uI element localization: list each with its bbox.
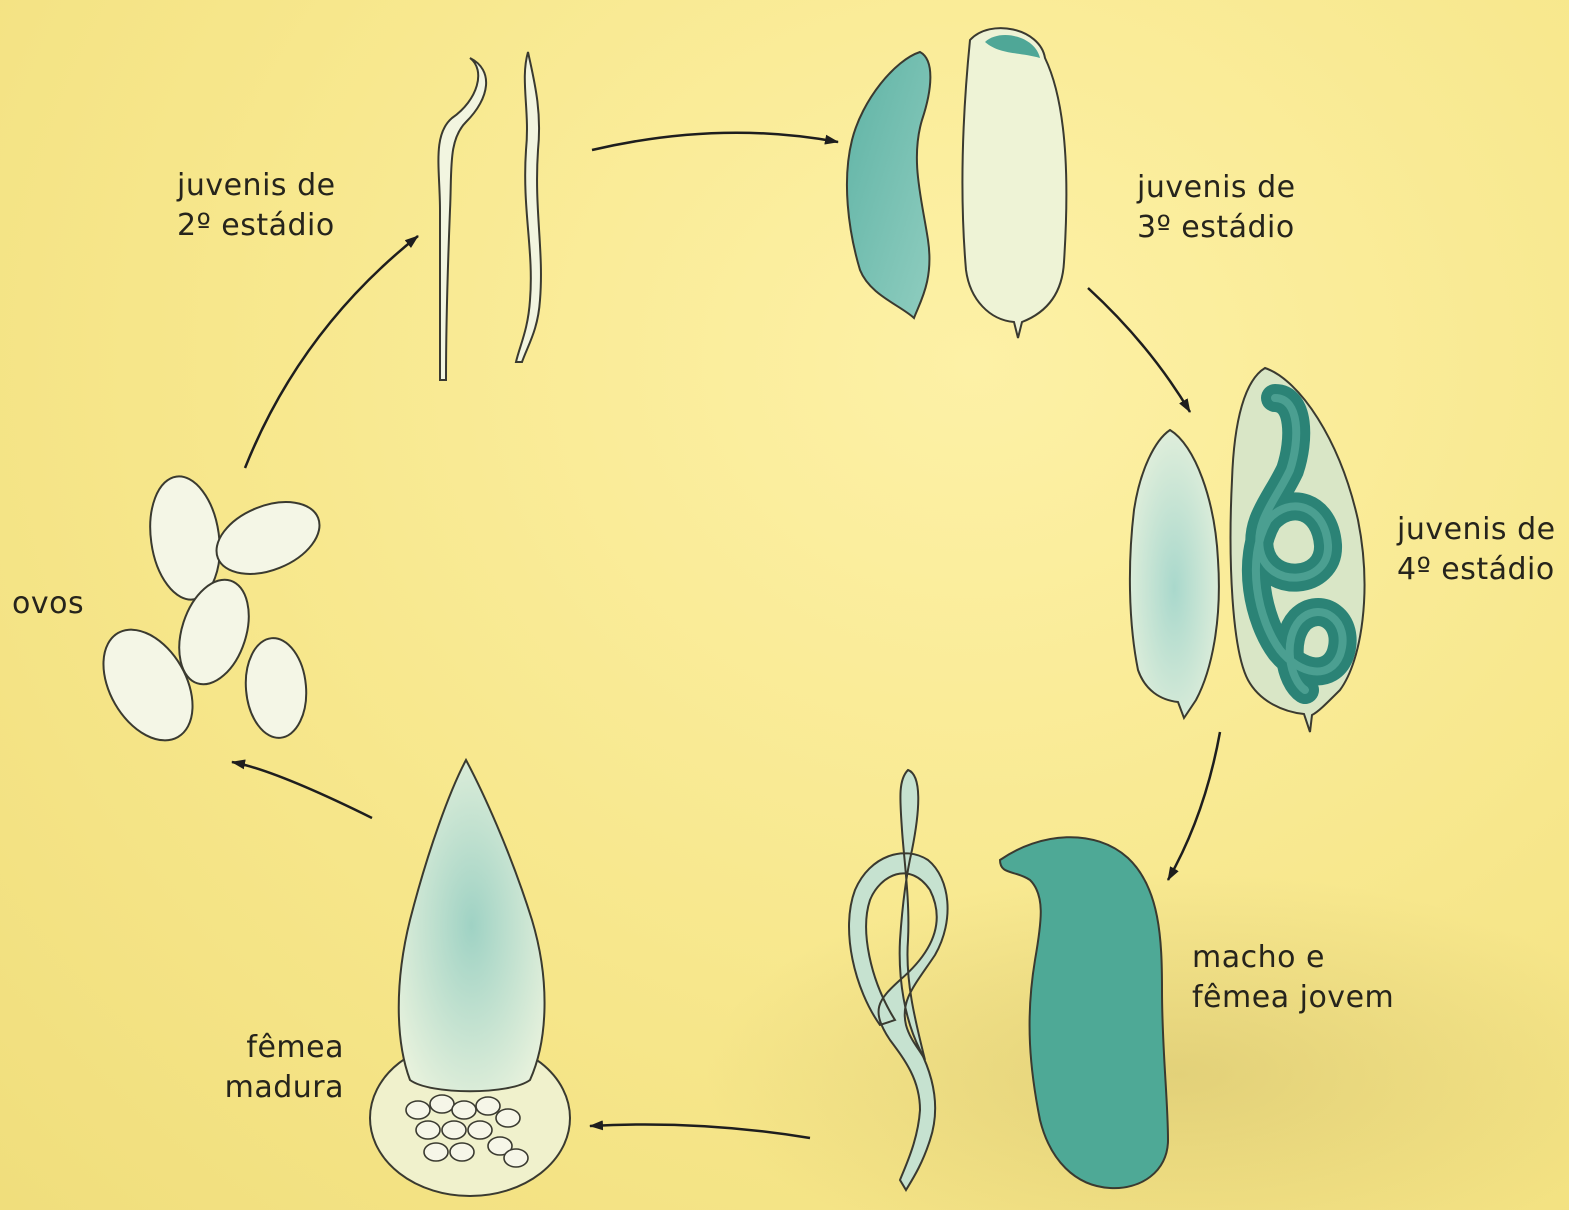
- label-j3-line1: juvenis de: [1137, 168, 1296, 208]
- young-female: [1000, 837, 1168, 1188]
- j3-right-pale: [963, 28, 1067, 338]
- j2-worm-right: [516, 52, 541, 362]
- j4-left-pale: [1130, 430, 1219, 718]
- adult-forms: [849, 770, 1168, 1190]
- j3-left-teal: [847, 52, 930, 318]
- egg: [242, 636, 310, 741]
- arrow-j2-to-j3: [592, 133, 838, 150]
- label-j2: juvenis de 2º estádio: [177, 166, 336, 246]
- label-adult: macho e fêmea jovem: [1192, 938, 1394, 1018]
- label-mature-line2: madura: [200, 1068, 344, 1108]
- mature-female: [370, 760, 570, 1196]
- j2-worms: [438, 52, 541, 380]
- j2-worm-left: [438, 58, 486, 380]
- arrow-j3-to-j4: [1088, 288, 1190, 412]
- arrow-eggs-to-j2: [245, 236, 418, 468]
- label-j3-line2: 3º estádio: [1137, 208, 1296, 248]
- j3-forms: [847, 28, 1066, 338]
- male-worm: [849, 770, 948, 1190]
- label-eggs-line1: ovos: [12, 584, 84, 624]
- label-adult-line1: macho e: [1192, 938, 1394, 978]
- label-j4-line2: 4º estádio: [1397, 550, 1556, 590]
- label-j2-line1: juvenis de: [177, 166, 336, 206]
- label-j4-line1: juvenis de: [1397, 510, 1556, 550]
- label-eggs: ovos: [12, 584, 84, 624]
- arrow-mature-to-eggs-curve: [232, 762, 372, 818]
- j4-forms: [1130, 368, 1365, 732]
- label-j2-line2: 2º estádio: [177, 206, 336, 246]
- label-j3: juvenis de 3º estádio: [1137, 168, 1296, 248]
- arrow-j4-to-adult: [1168, 732, 1220, 880]
- label-adult-line2: fêmea jovem: [1192, 978, 1394, 1018]
- label-mature: fêmea madura: [200, 1028, 344, 1108]
- female-body: [399, 760, 545, 1091]
- egg-group: [85, 472, 330, 756]
- arrow-adult-to-mature: [590, 1125, 810, 1139]
- label-mature-line1: fêmea: [200, 1028, 344, 1068]
- label-j4: juvenis de 4º estádio: [1397, 510, 1556, 590]
- egg: [206, 488, 330, 588]
